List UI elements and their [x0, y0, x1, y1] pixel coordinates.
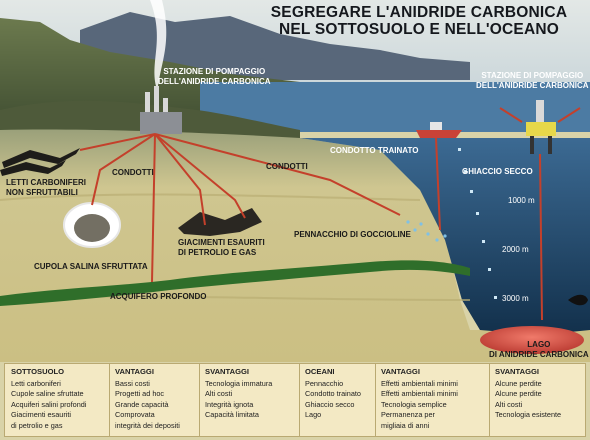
- strata-1: [0, 193, 421, 201]
- fish: [568, 294, 588, 306]
- coal-seam-2: [0, 160, 66, 176]
- table-divider: [199, 364, 200, 436]
- title-line-1: SEGREGARE L'ANIDRIDE CARBONICA: [270, 4, 568, 21]
- depth-3000: 3000 m: [502, 294, 529, 303]
- co2-lake: [480, 326, 584, 354]
- offshore-platform: [499, 100, 581, 154]
- title-line-2: NEL SOTTOSUOLO E NELL'OCEANO: [279, 21, 559, 38]
- label-conduits-left: CONDOTTI: [112, 168, 154, 177]
- dry-ice-blocks: [458, 148, 497, 299]
- table-col-ocean-cons: SVANTAGGI Alcune perdite Alcune perdite …: [495, 367, 562, 419]
- label-towed-pipe: CONDOTTO TRAINATO: [330, 146, 419, 155]
- label-coal-beds: LETTI CARBONIFERI NON SFRUTTABILI: [6, 178, 86, 197]
- label-land-pump-station: STAZIONE DI POMPAGGIO DELL'ANIDRIDE CARB…: [158, 67, 271, 86]
- table-divider: [489, 364, 490, 436]
- far-mountains: [80, 12, 470, 80]
- coal-seam-1: [2, 148, 80, 168]
- pipes: [79, 133, 543, 321]
- depth-2000: 2000 m: [502, 245, 529, 254]
- illustration: [0, 0, 590, 362]
- table-col-subsoil-pros: VANTAGGI Bassi costi Progetti ad hoc Gra…: [115, 367, 180, 430]
- table-divider: [109, 364, 110, 436]
- oil-gas-field: [178, 208, 262, 236]
- comparison-table: SOTTOSUOLO Letti carboniferi Cupole sali…: [4, 363, 586, 437]
- label-oil-gas-fields: GIACIMENTI ESAURITI DI PETROLIO E GAS: [178, 238, 265, 257]
- table-divider: [299, 364, 300, 436]
- depth-1000: 1000 m: [508, 196, 535, 205]
- table-col-ocean-pros: VANTAGGI Effetti ambientali minimi Effet…: [381, 367, 458, 430]
- table-col-subsoil: SOTTOSUOLO Letti carboniferi Cupole sali…: [11, 367, 87, 430]
- label-conduits-right: CONDOTTI: [266, 162, 308, 171]
- label-co2-lake: LAGO DI ANIDRIDE CARBONICA: [489, 340, 589, 359]
- label-salt-dome: CUPOLA SALINA SFRUTTATA: [34, 262, 148, 271]
- table-col-subsoil-cons: SVANTAGGI Tecnologia immatura Alti costi…: [205, 367, 273, 419]
- label-deep-aquifer: ACQUIFERO PROFONDO: [110, 292, 207, 301]
- aquifer-layer: [0, 260, 470, 306]
- droplet-plume: [406, 220, 447, 242]
- label-dry-ice: GHIACCIO SECCO: [462, 167, 533, 176]
- ground: [0, 129, 590, 362]
- table-col-oceans: OCEANI Pennacchio Condotto trainato Ghia…: [305, 367, 361, 419]
- land-pump-station: [140, 0, 182, 134]
- label-sea-pump-station: STAZIONE DI POMPAGGIO DELL'ANIDRIDE CARB…: [476, 71, 589, 90]
- label-droplet-plume: PENNACCHIO DI GOCCIOLINE: [294, 230, 411, 239]
- diagram-title: SEGREGARE L'ANIDRIDE CARBONICA NEL SOTTO…: [252, 4, 586, 38]
- ship: [416, 122, 462, 138]
- table-divider: [375, 364, 376, 436]
